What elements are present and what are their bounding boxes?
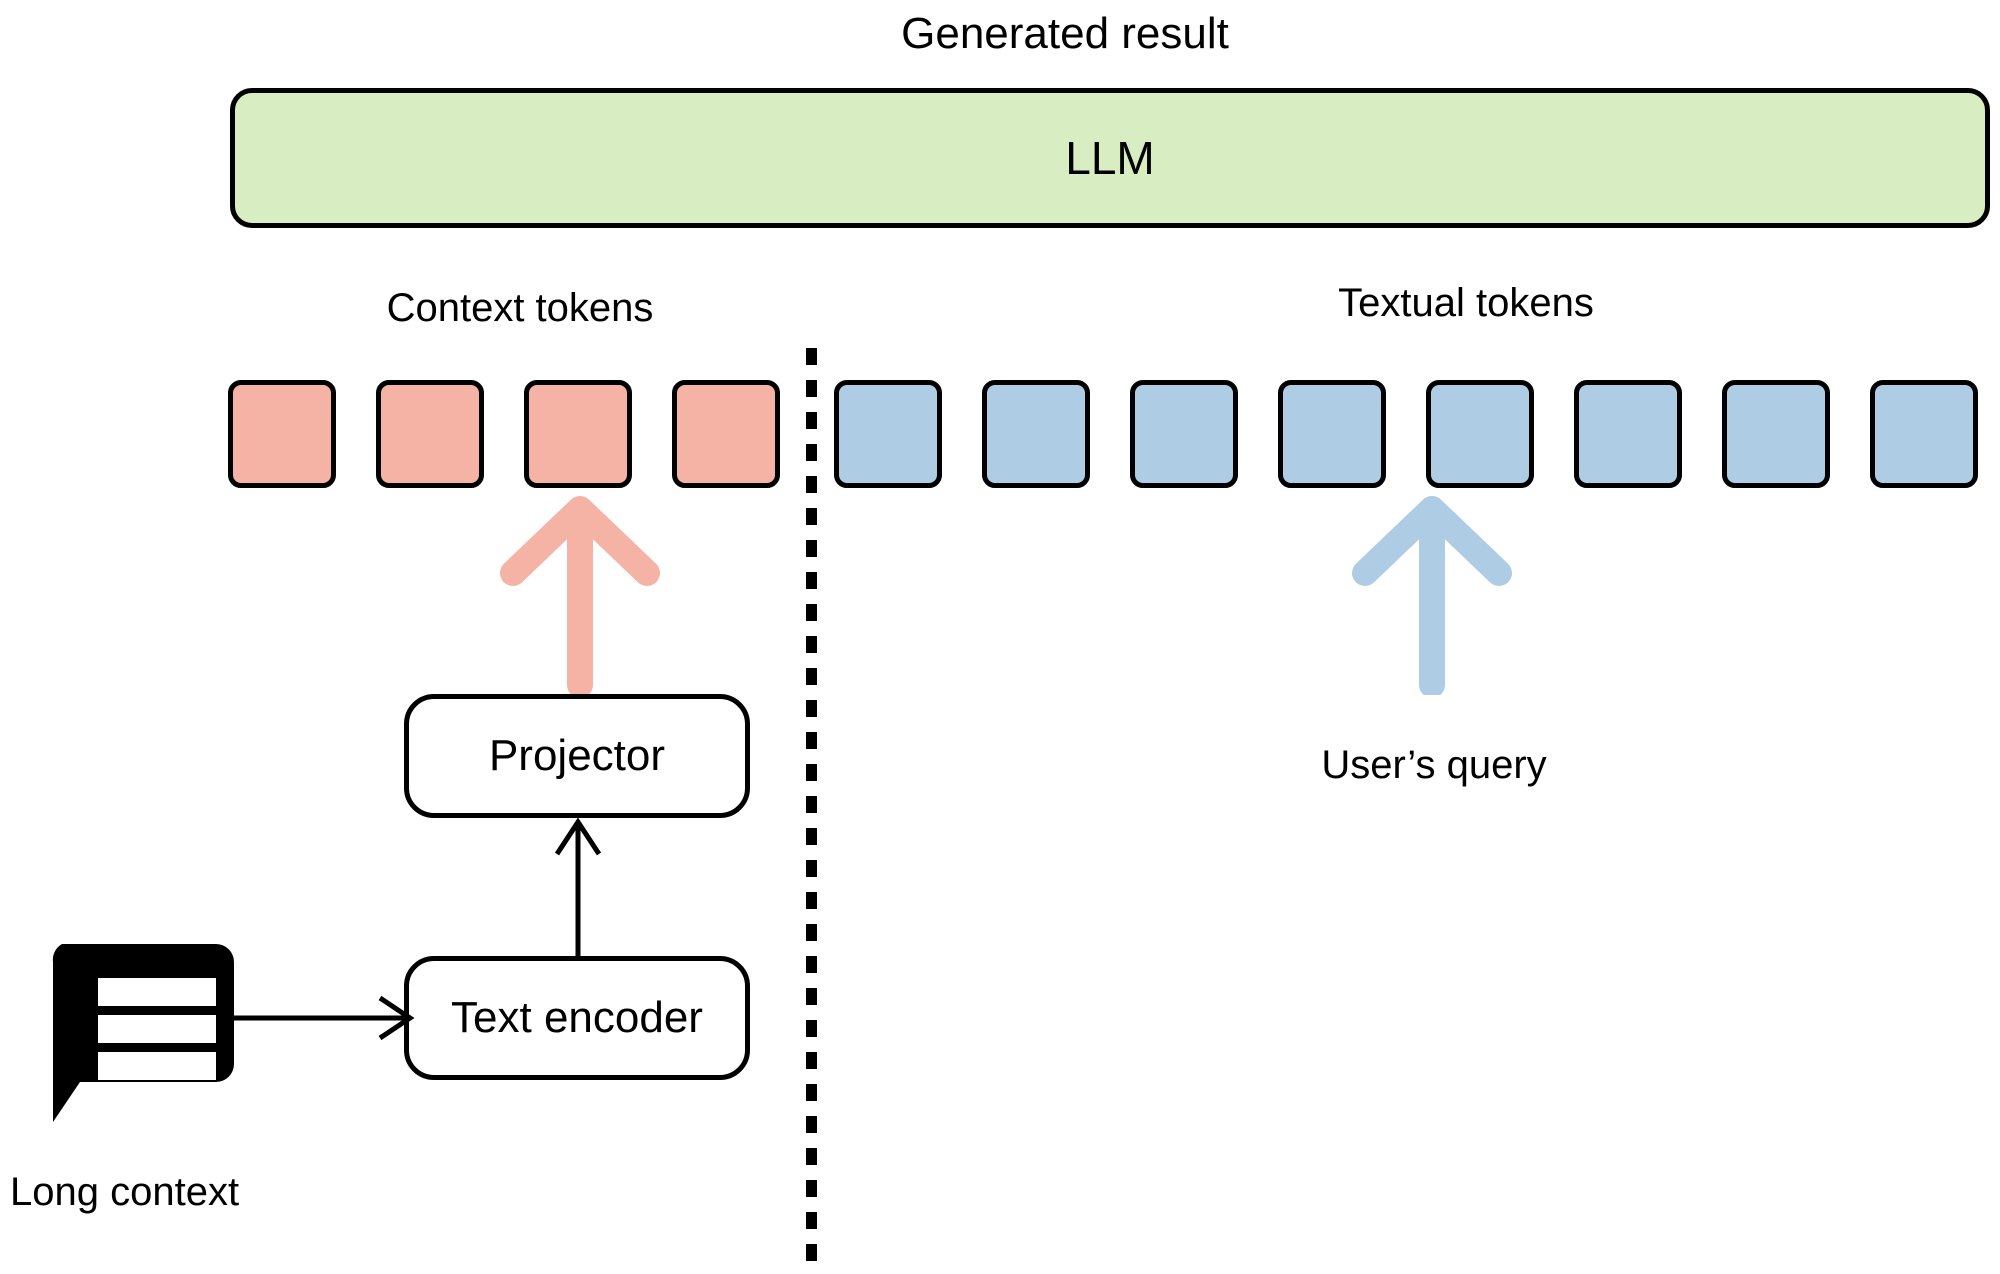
text-encoder-to-projector-arrow (538, 817, 618, 960)
context-token-2[interactable] (376, 380, 484, 488)
textual-token-6[interactable] (1574, 380, 1682, 488)
llm-block[interactable]: LLM (230, 88, 1990, 228)
textual-token-5[interactable] (1426, 380, 1534, 488)
context-token-1[interactable] (228, 380, 336, 488)
context-tokens-label: Context tokens (386, 286, 654, 330)
users-query-to-textual-tokens-arrow (1347, 495, 1517, 698)
users-query-label: User’s query (1321, 743, 1547, 787)
projector-block[interactable]: Projector (404, 694, 750, 818)
textual-token-2[interactable] (982, 380, 1090, 488)
llm-block-label: LLM (1065, 132, 1155, 184)
context-textual-divider (806, 348, 817, 1274)
textual-token-7[interactable] (1722, 380, 1830, 488)
context-token-4[interactable] (672, 380, 780, 488)
projector-to-context-tokens-arrow (495, 495, 665, 698)
document-speech-bubble-icon (44, 936, 235, 1128)
long-context-label: Long context (10, 1170, 240, 1214)
long-context-to-text-encoder-arrow (230, 990, 416, 1046)
textual-token-1[interactable] (834, 380, 942, 488)
projector-block-label: Projector (488, 731, 666, 780)
textual-token-3[interactable] (1130, 380, 1238, 488)
textual-tokens-label: Textual tokens (1338, 281, 1594, 325)
text-encoder-block-label: Text encoder (451, 993, 703, 1042)
generated-result-label: Generated result (901, 9, 1229, 58)
textual-token-4[interactable] (1278, 380, 1386, 488)
context-token-3[interactable] (524, 380, 632, 488)
text-encoder-block[interactable]: Text encoder (404, 956, 750, 1080)
textual-token-8[interactable] (1870, 380, 1978, 488)
